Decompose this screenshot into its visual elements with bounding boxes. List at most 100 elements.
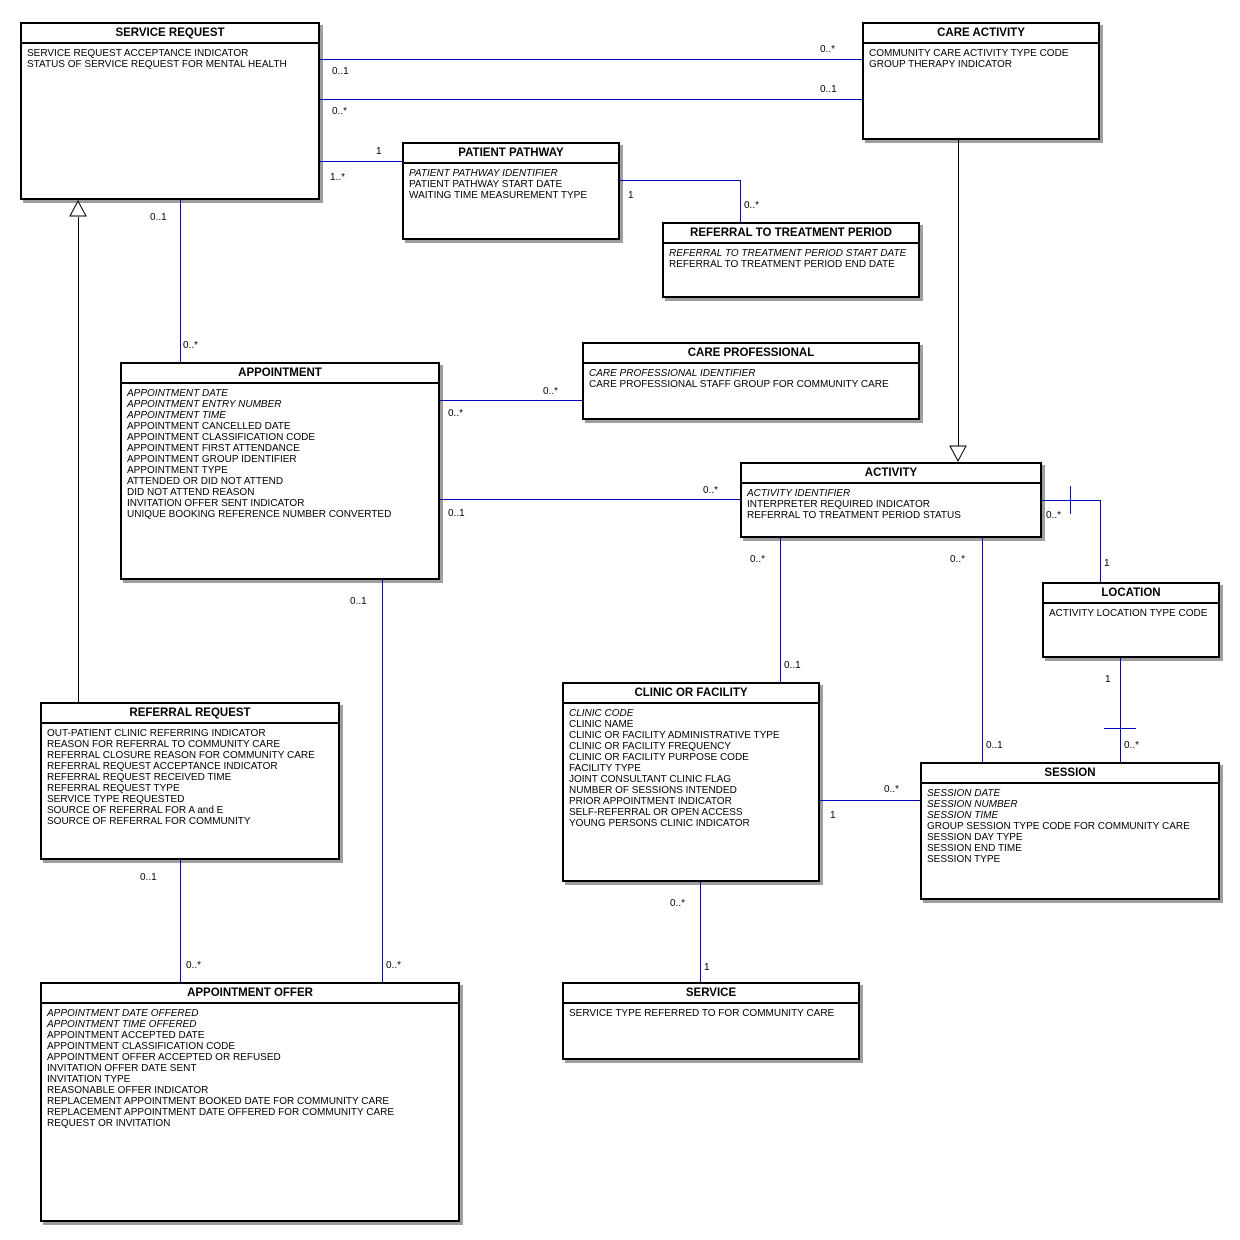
entity-attribute: CARE PROFESSIONAL STAFF GROUP FOR COMMUN… bbox=[589, 379, 889, 390]
association-line-activity_location bbox=[1100, 500, 1101, 582]
association-line-appointment_activity bbox=[440, 499, 740, 500]
entity-attribute: REPLACEMENT APPOINTMENT DATE OFFERED FOR… bbox=[47, 1107, 395, 1118]
entity-title-care-professional: CARE PROFESSIONAL bbox=[584, 344, 918, 364]
entity-attribute: REPLACEMENT APPOINTMENT BOOKED DATE FOR … bbox=[47, 1096, 390, 1107]
multiplicity-label: 0..* bbox=[670, 898, 686, 909]
entity-attribute: SOURCE OF REFERRAL FOR A and E bbox=[47, 805, 224, 816]
entity-attribute: ACTIVITY IDENTIFIER bbox=[747, 488, 851, 499]
multiplicity-label: 0..* bbox=[1124, 740, 1140, 751]
entity-title-appointment: APPOINTMENT bbox=[122, 364, 438, 384]
entity-attribute: JOINT CONSULTANT CLINIC FLAG bbox=[569, 774, 732, 785]
multiplicity-label: 1 bbox=[704, 962, 710, 973]
entity-attribute: SESSION DAY TYPE bbox=[927, 832, 1023, 843]
entity-attribute: YOUNG PERSONS CLINIC INDICATOR bbox=[569, 818, 750, 829]
entity-attribute: SERVICE REQUEST ACCEPTANCE INDICATOR bbox=[27, 48, 249, 59]
entity-attribute: SESSION NUMBER bbox=[927, 799, 1018, 810]
multiplicity-label: 0..1 bbox=[150, 212, 167, 223]
entity-attribute: REFERRAL REQUEST TYPE bbox=[47, 783, 180, 794]
multiplicity-label: 0..* bbox=[703, 485, 719, 496]
multiplicity-label: 0..* bbox=[183, 340, 199, 351]
entity-title-activity: ACTIVITY bbox=[742, 464, 1040, 484]
multiplicity-label: 0..* bbox=[186, 960, 202, 971]
entity-attribute: CLINIC NAME bbox=[569, 719, 634, 730]
entity-attribute: SOURCE OF REFERRAL FOR COMMUNITY bbox=[47, 816, 251, 827]
entity-attribute: REQUEST OR INVITATION bbox=[47, 1118, 171, 1129]
entity-attribute: APPOINTMENT TYPE bbox=[127, 465, 228, 476]
entity-attribute: ACTIVITY LOCATION TYPE CODE bbox=[1049, 608, 1208, 619]
entity-attribute: APPOINTMENT FIRST ATTENDANCE bbox=[127, 443, 300, 454]
entity-attribute: REFERRAL TO TREATMENT PERIOD STATUS bbox=[747, 510, 961, 521]
association-line-activity_location bbox=[1042, 500, 1100, 501]
entity-attribute: CARE PROFESSIONAL IDENTIFIER bbox=[589, 368, 756, 379]
entity-attribute: CLINIC OR FACILITY PURPOSE CODE bbox=[569, 752, 749, 763]
multiplicity-label: 0..* bbox=[750, 554, 766, 565]
association-line-service-request_care-activity_1 bbox=[320, 59, 862, 60]
multiplicity-label: 0..1 bbox=[350, 596, 367, 607]
entity-attribute: UNIQUE BOOKING REFERENCE NUMBER CONVERTE… bbox=[127, 509, 392, 520]
multiplicity-label: 1 bbox=[376, 146, 382, 157]
multiplicity-label: 0..1 bbox=[986, 740, 1003, 751]
entity-attribute: APPOINTMENT OFFER ACCEPTED OR REFUSED bbox=[47, 1052, 281, 1063]
generalization-line-referral-request_is-a_service-request bbox=[78, 217, 79, 702]
multiplicity-label: 0..* bbox=[1046, 510, 1062, 521]
entity-attribute: REFERRAL TO TREATMENT PERIOD START DATE bbox=[669, 248, 907, 259]
entity-attribute: GROUP THERAPY INDICATOR bbox=[869, 59, 1012, 70]
entity-attribute: APPOINTMENT TIME OFFERED bbox=[47, 1019, 197, 1030]
entity-attribute: PATIENT PATHWAY START DATE bbox=[409, 179, 563, 190]
multiplicity-label: 1 bbox=[830, 810, 836, 821]
generalization-arrow bbox=[949, 445, 967, 462]
entity-title-location: LOCATION bbox=[1044, 584, 1218, 604]
entity-attribute: CLINIC OR FACILITY ADMINISTRATIVE TYPE bbox=[569, 730, 780, 741]
entity-attributes: ACTIVITY LOCATION TYPE CODE bbox=[1044, 604, 1218, 619]
entity-attribute: APPOINTMENT CLASSIFICATION CODE bbox=[47, 1041, 235, 1052]
entity-attribute: SERVICE TYPE REQUESTED bbox=[47, 794, 185, 805]
multiplicity-label: 0..* bbox=[820, 44, 836, 55]
association-line-patient-pathway_referral-to-treatment-period bbox=[740, 180, 741, 222]
entity-attribute: APPOINTMENT TIME bbox=[127, 410, 226, 421]
entity-attribute: APPOINTMENT CLASSIFICATION CODE bbox=[127, 432, 315, 443]
association-line-service-request_patient-pathway bbox=[320, 161, 402, 162]
entity-attribute: APPOINTMENT CANCELLED DATE bbox=[127, 421, 291, 432]
entity-attribute: PRIOR APPOINTMENT INDICATOR bbox=[569, 796, 732, 807]
entity-attribute: REASONABLE OFFER INDICATOR bbox=[47, 1085, 209, 1096]
association-line-clinic-or-facility_service bbox=[700, 882, 701, 982]
entity-attribute: CLINIC OR FACILITY FREQUENCY bbox=[569, 741, 732, 752]
association-line-location_session bbox=[1120, 658, 1121, 762]
association-line-activity_session bbox=[982, 538, 983, 762]
association-line-referral-request_appointment-offer bbox=[180, 860, 181, 982]
entity-title-care-activity: CARE ACTIVITY bbox=[864, 24, 1098, 44]
association-line-service-request_care-activity_2 bbox=[320, 99, 862, 100]
entity-attribute: COMMUNITY CARE ACTIVITY TYPE CODE bbox=[869, 48, 1069, 59]
entity-title-appointment-offer: APPOINTMENT OFFER bbox=[42, 984, 458, 1004]
multiplicity-label: 1 bbox=[1104, 558, 1110, 569]
multiplicity-label: 1..* bbox=[330, 172, 346, 183]
entity-attribute: REFERRAL REQUEST ACCEPTANCE INDICATOR bbox=[47, 761, 278, 772]
multiplicity-label: 0..1 bbox=[140, 872, 157, 883]
entity-attribute: INTERPRETER REQUIRED INDICATOR bbox=[747, 499, 930, 510]
multiplicity-label: 0..* bbox=[950, 554, 966, 565]
entity-location: LOCATION ACTIVITY LOCATION TYPE CODE bbox=[1042, 582, 1220, 658]
multiplicity-label: 0..1 bbox=[820, 84, 837, 95]
entity-attributes: SERVICE TYPE REFERRED TO FOR COMMUNITY C… bbox=[564, 1004, 858, 1019]
entity-title-service-request: SERVICE REQUEST bbox=[22, 24, 318, 44]
generalization-line-care-activity_is-a_activity bbox=[958, 140, 959, 446]
entity-title-session: SESSION bbox=[922, 764, 1218, 784]
entity-attribute: APPOINTMENT ENTRY NUMBER bbox=[127, 399, 282, 410]
multiplicity-label: 0..* bbox=[884, 784, 900, 795]
entity-attribute: FACILITY TYPE bbox=[569, 763, 641, 774]
multiplicity-label: 1 bbox=[628, 190, 634, 201]
multiplicity-label: 0..1 bbox=[332, 66, 349, 77]
